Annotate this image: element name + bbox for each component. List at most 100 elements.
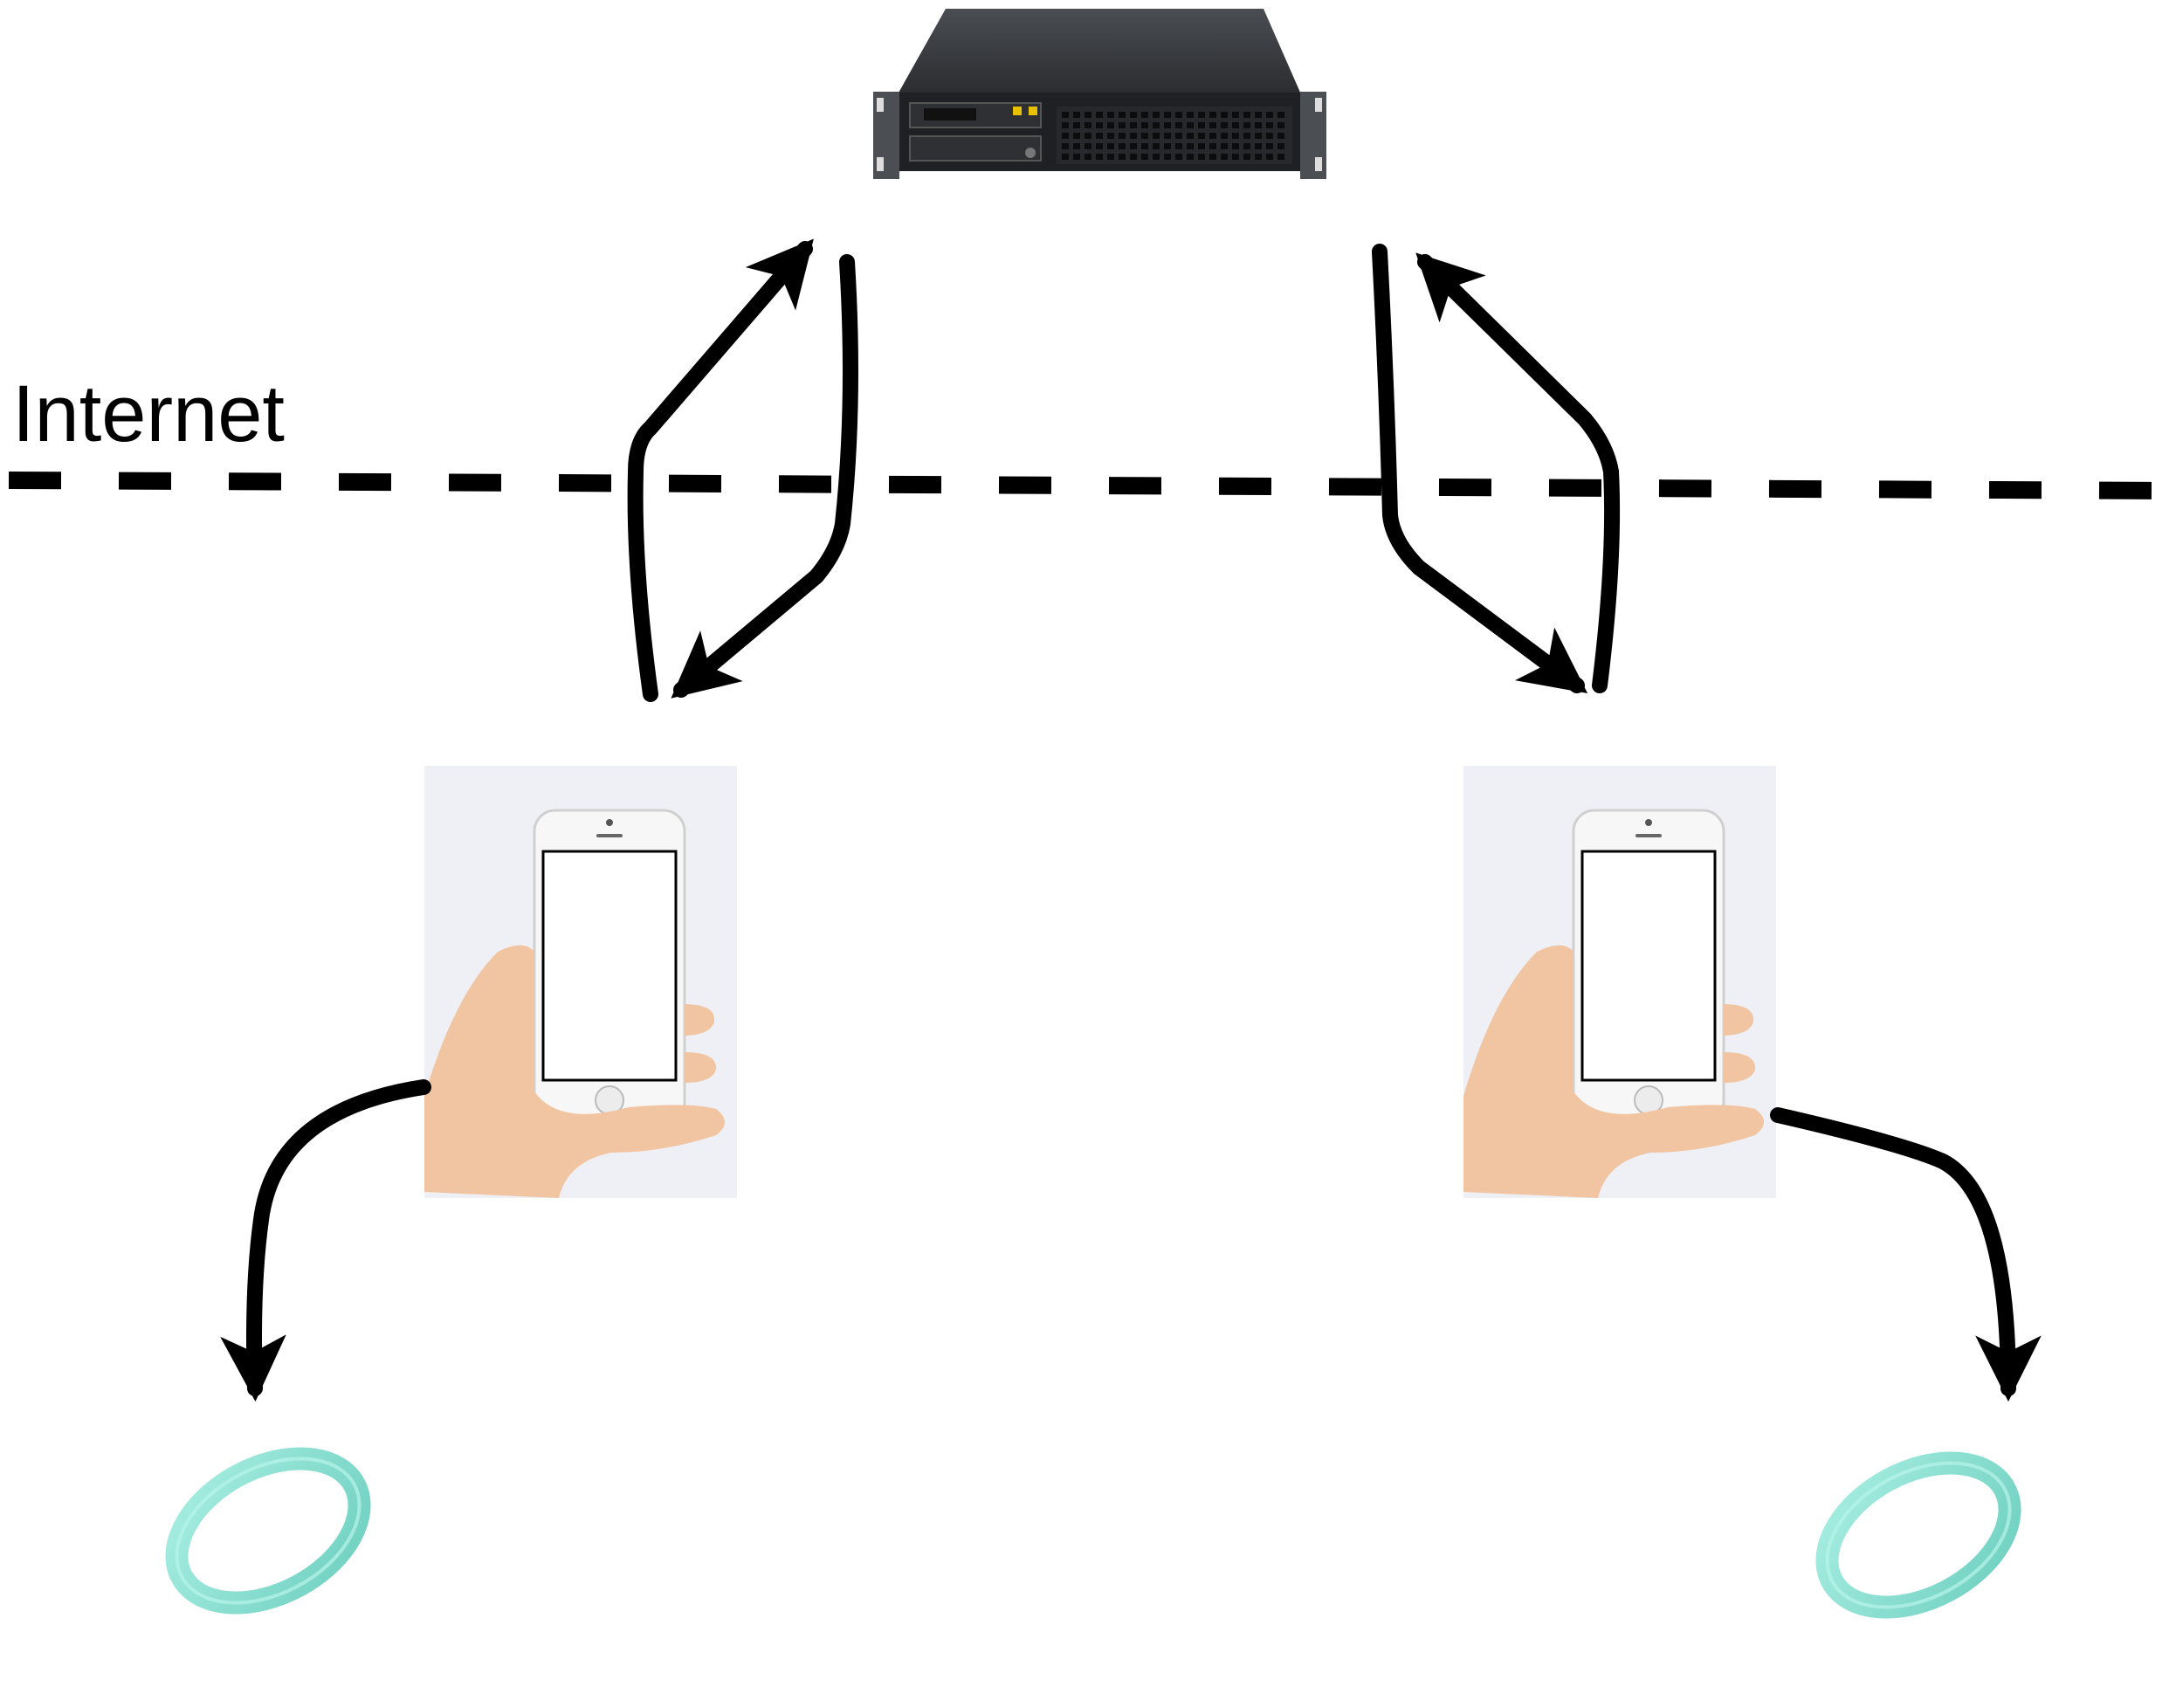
vent-hole bbox=[1187, 112, 1194, 118]
vent-hole bbox=[1130, 133, 1137, 139]
smartphone-in-hand-icon bbox=[424, 766, 737, 1198]
vent-hole bbox=[1119, 133, 1126, 139]
vent-hole bbox=[1187, 133, 1194, 139]
vent-hole bbox=[1073, 122, 1080, 128]
vent-hole bbox=[1141, 122, 1148, 128]
vent-hole bbox=[1107, 133, 1114, 139]
vent-hole bbox=[1153, 122, 1160, 128]
vent-hole bbox=[1164, 112, 1171, 118]
vent-hole bbox=[1198, 143, 1205, 149]
vent-hole bbox=[1096, 112, 1103, 118]
vent-hole bbox=[1153, 154, 1160, 160]
vent-hole bbox=[1255, 112, 1262, 118]
arrow-phone1-to-server bbox=[627, 238, 814, 702]
vent-hole bbox=[1062, 154, 1069, 160]
vent-hole bbox=[1187, 154, 1194, 160]
vent-hole bbox=[1221, 133, 1228, 139]
vent-hole bbox=[1255, 133, 1262, 139]
vent-hole bbox=[1107, 143, 1114, 149]
wristband-icon bbox=[1815, 1451, 2021, 1619]
vent-hole bbox=[1243, 133, 1250, 139]
vent-hole bbox=[1073, 133, 1080, 139]
vent-hole bbox=[1198, 112, 1205, 118]
vent-hole bbox=[1277, 143, 1284, 149]
vent-hole bbox=[1232, 154, 1239, 160]
vent-hole bbox=[1085, 122, 1091, 128]
vent-hole bbox=[1255, 154, 1262, 160]
vent-hole bbox=[1107, 122, 1114, 128]
vent-hole bbox=[1119, 143, 1126, 149]
vent-hole bbox=[1164, 133, 1171, 139]
vent-hole bbox=[1141, 133, 1148, 139]
vent-hole bbox=[1221, 154, 1228, 160]
vent-hole bbox=[1073, 143, 1080, 149]
vent-hole bbox=[1085, 154, 1091, 160]
vent-hole bbox=[1187, 122, 1194, 128]
vent-hole bbox=[1164, 143, 1171, 149]
vent-hole bbox=[1277, 133, 1284, 139]
vent-hole bbox=[1243, 143, 1250, 149]
vent-hole bbox=[1221, 122, 1228, 128]
vent-hole bbox=[1277, 112, 1284, 118]
vent-hole bbox=[1266, 112, 1273, 118]
vent-hole bbox=[1175, 112, 1182, 118]
vent-hole bbox=[1164, 122, 1171, 128]
vent-hole bbox=[1062, 133, 1069, 139]
vent-hole bbox=[1209, 122, 1216, 128]
vent-hole bbox=[1153, 112, 1160, 118]
vent-hole bbox=[1119, 122, 1126, 128]
arrow-phone1-to-wristband1 bbox=[220, 1079, 431, 1402]
vent-hole bbox=[1073, 154, 1080, 160]
vent-hole bbox=[1232, 122, 1239, 128]
vent-hole bbox=[1266, 122, 1273, 128]
vent-hole bbox=[1209, 112, 1216, 118]
vent-hole bbox=[1255, 122, 1262, 128]
vent-hole bbox=[1209, 143, 1216, 149]
vent-hole bbox=[1266, 133, 1273, 139]
vent-hole bbox=[1153, 133, 1160, 139]
vent-hole bbox=[1187, 143, 1194, 149]
vent-hole bbox=[1198, 133, 1205, 139]
vent-hole bbox=[1243, 112, 1250, 118]
vent-hole bbox=[1096, 133, 1103, 139]
wristband-icon bbox=[165, 1447, 371, 1615]
vent-hole bbox=[1141, 154, 1148, 160]
vent-hole bbox=[1164, 154, 1171, 160]
vent-hole bbox=[1232, 112, 1239, 118]
rack-server-icon bbox=[873, 9, 1326, 179]
arrow-server-to-phone2 bbox=[1372, 244, 1588, 694]
vent-hole bbox=[1107, 112, 1114, 118]
vent-hole bbox=[1096, 143, 1103, 149]
vent-hole bbox=[1130, 143, 1137, 149]
arrow-phone2-to-server bbox=[1415, 252, 1621, 693]
vent-hole bbox=[1266, 154, 1273, 160]
vent-hole bbox=[1130, 112, 1137, 118]
vent-hole bbox=[1085, 112, 1091, 118]
vent-hole bbox=[1175, 133, 1182, 139]
vent-hole bbox=[1175, 122, 1182, 128]
vent-hole bbox=[1096, 122, 1103, 128]
vent-hole bbox=[1243, 154, 1250, 160]
vent-hole bbox=[1096, 154, 1103, 160]
vent-hole bbox=[1107, 154, 1114, 160]
vent-hole bbox=[1266, 143, 1273, 149]
vent-hole bbox=[1198, 122, 1205, 128]
arrow-phone2-to-wristband2 bbox=[1770, 1107, 2042, 1402]
vent-hole bbox=[1198, 154, 1205, 160]
vent-hole bbox=[1141, 112, 1148, 118]
vent-hole bbox=[1277, 122, 1284, 128]
vent-hole bbox=[1221, 143, 1228, 149]
vent-hole bbox=[1153, 143, 1160, 149]
vent-hole bbox=[1130, 154, 1137, 160]
vent-hole bbox=[1085, 143, 1091, 149]
vent-hole bbox=[1255, 143, 1262, 149]
vent-hole bbox=[1243, 122, 1250, 128]
smartphone-in-hand-icon bbox=[1463, 766, 1776, 1198]
vent-hole bbox=[1130, 122, 1137, 128]
vent-hole bbox=[1232, 143, 1239, 149]
vent-hole bbox=[1277, 154, 1284, 160]
vent-hole bbox=[1209, 133, 1216, 139]
vent-hole bbox=[1141, 143, 1148, 149]
vent-hole bbox=[1062, 143, 1069, 149]
vent-hole bbox=[1119, 112, 1126, 118]
